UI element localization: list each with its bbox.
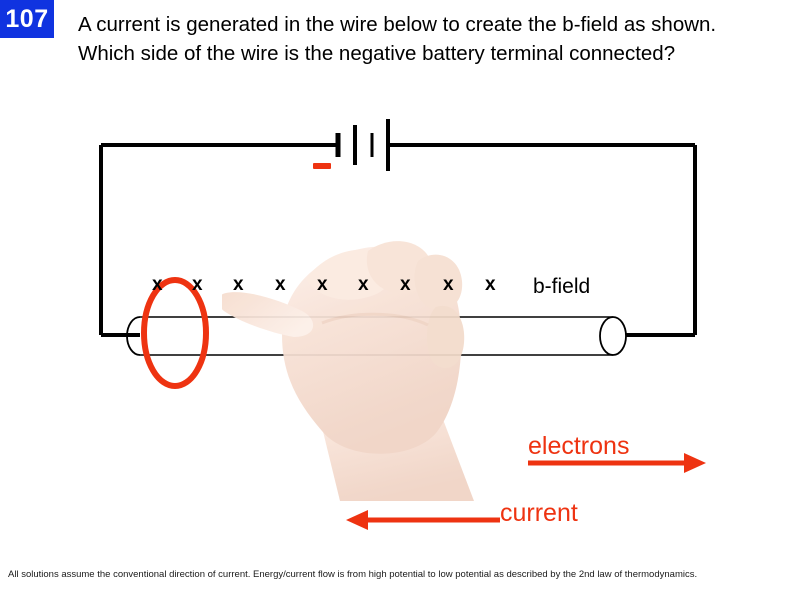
current-arrow [346, 510, 500, 530]
current-label: current [500, 499, 578, 527]
slide-number-badge: 107 [0, 0, 54, 38]
field-mark-x: x [152, 274, 163, 295]
physics-diagram: x x x x x x x x x b-field electrons curr… [0, 95, 800, 555]
b-field-label: b-field [533, 275, 591, 298]
field-mark-x: x [485, 274, 496, 295]
electrons-arrow-head [684, 453, 706, 473]
hand-thumb [222, 292, 313, 337]
cylinder-right-cap [599, 316, 627, 356]
cylinder-left-cap [126, 316, 141, 356]
electrons-label: electrons [528, 432, 630, 460]
hand-finger-4 [427, 305, 465, 369]
field-mark-x: x [233, 274, 244, 295]
hand-fist [282, 246, 462, 454]
left-side-highlight-ellipse [141, 277, 209, 389]
current-arrow-head [346, 510, 368, 530]
right-hand-rule-hand-image [222, 241, 474, 501]
field-mark-x: x [192, 274, 203, 295]
hand-finger-3 [414, 254, 463, 311]
circuit-svg [99, 119, 706, 530]
field-mark-x: x [443, 274, 454, 295]
battery-negative-minus-sign [313, 163, 331, 169]
battery-symbol [307, 119, 437, 171]
field-mark-x: x [400, 274, 411, 295]
footer-disclaimer: All solutions assume the conventional di… [8, 569, 698, 580]
electrons-arrow [528, 453, 706, 473]
field-mark-x: x [358, 274, 369, 295]
field-mark-x: x [317, 274, 328, 295]
hand-knuckle-shading [321, 312, 429, 327]
field-mark-x: x [275, 274, 286, 295]
question-prompt: A current is generated in the wire below… [78, 13, 717, 65]
